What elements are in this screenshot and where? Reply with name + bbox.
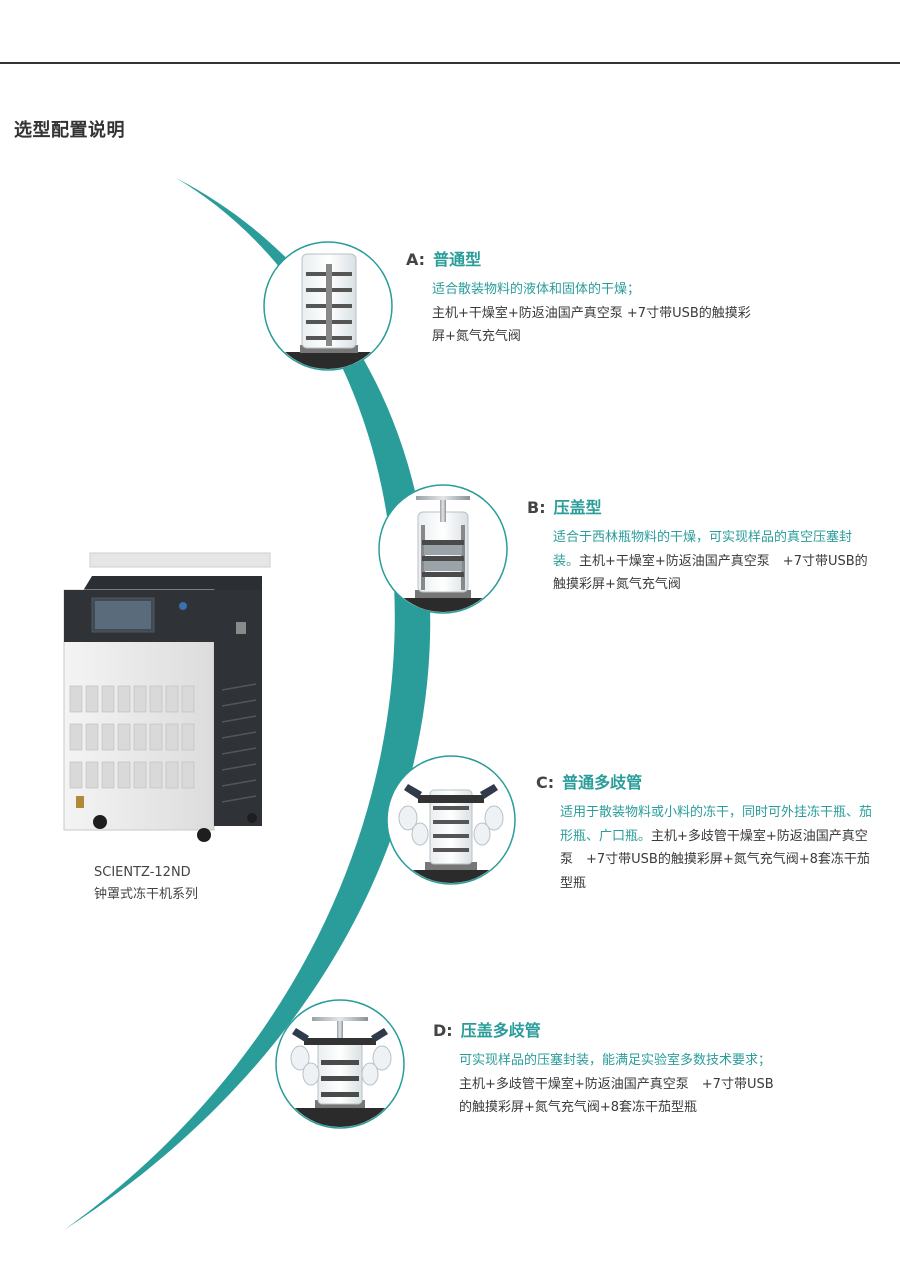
product-model: SCIENTZ-12ND [94, 865, 191, 880]
option-d-spec: 主机+多歧管干燥室+防返油国产真空泵 +7寸带USB的触摸彩屏+氮气充气阀+8套… [459, 1076, 774, 1116]
product-caption: SCIENTZ-12ND 钟罩式冻干机系列 [94, 862, 198, 906]
product-series: 钟罩式冻干机系列 [94, 887, 199, 902]
option-c-letter: C: [536, 773, 555, 792]
option-b-image [378, 484, 508, 614]
top-rule [0, 62, 900, 64]
option-d-heading: D: 压盖多歧管 [433, 1021, 541, 1041]
option-d-desc: 可实现样品的压塞封装，能满足实验室多数技术要求； 主机+多歧管干燥室+防返油国产真… [459, 1049, 784, 1120]
option-d-letter: D: [433, 1021, 453, 1040]
option-d-lead: 可实现样品的压塞封装，能满足实验室多数技术要求； [459, 1053, 772, 1068]
option-b-heading: B: 压盖型 [527, 498, 602, 518]
option-b-lead: 适合于西林瓶物料的干燥，可实现样品的真空压塞封装。 [553, 530, 853, 569]
option-b-letter: B: [527, 498, 546, 517]
option-a-desc: 适合散装物料的液体和固体的干燥； 主机+干燥室+防返油国产真空泵 +7寸带USB… [432, 278, 757, 349]
option-c-desc: 适用于散装物料或小料的冻干，同时可外挂冻干瓶、茄形瓶、广口瓶。主机+多歧管干燥室… [560, 801, 880, 895]
option-a-lead: 适合散装物料的液体和固体的干燥； [432, 282, 641, 297]
option-d-image [275, 999, 405, 1129]
option-c-name: 普通多歧管 [562, 773, 643, 792]
option-d-name: 压盖多歧管 [460, 1021, 541, 1040]
option-a-spec: 主机+干燥室+防返油国产真空泵 +7寸带USB的触摸彩屏+氮气充气阀 [432, 305, 751, 345]
option-b-spec: 主机+干燥室+防返油国产真空泵 +7寸带USB的触摸彩屏+氮气充气阀 [553, 553, 868, 593]
option-b-desc: 适合于西林瓶物料的干燥，可实现样品的真空压塞封装。主机+干燥室+防返油国产真空泵… [553, 526, 873, 597]
option-a-image [263, 241, 393, 371]
option-a-name: 普通型 [433, 250, 482, 269]
option-a-heading: A: 普通型 [406, 250, 481, 270]
section-title: 选型配置说明 [14, 120, 125, 141]
option-c-image [386, 755, 516, 885]
option-c-spec: 主机+多歧管干燥室+防返油国产真空泵 +7寸带USB的触摸彩屏+氮气充气阀+8套… [560, 828, 870, 891]
option-a-letter: A: [406, 250, 426, 269]
freeze-dryer-image [63, 552, 271, 842]
option-c-heading: C: 普通多歧管 [536, 773, 642, 793]
option-b-name: 压盖型 [553, 498, 602, 517]
option-c-lead: 适用于散装物料或小料的冻干，同时可外挂冻干瓶、茄形瓶、广口瓶。 [560, 805, 873, 844]
